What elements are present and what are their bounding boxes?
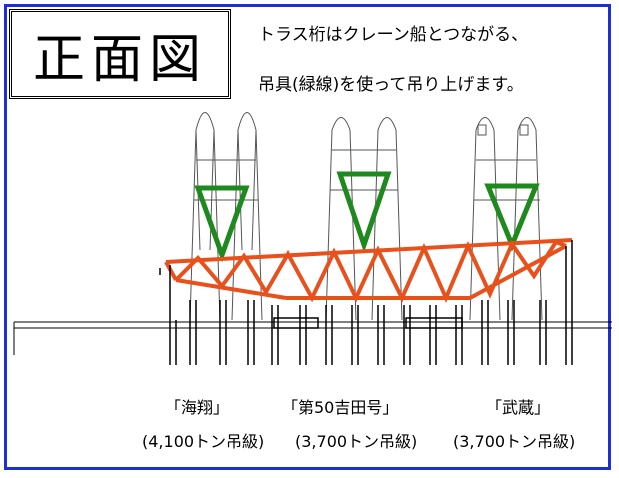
truss-girder [164, 238, 573, 304]
crane-musashi [469, 117, 543, 321]
caption-line-1: トラス桁はクレーン船とつながる、 [258, 25, 529, 45]
page-title: 正面図 [32, 29, 207, 90]
ship-capacity-musashi: (3,700トン吊級) [453, 432, 576, 451]
ship-capacity-daigo-yoshida: (3,700トン吊級) [295, 432, 418, 451]
ship-name-kaisho: 「海翔」 [165, 398, 230, 417]
hull-columns [159, 240, 573, 365]
caption-line-2: 吊具(緑線)を使って吊り上げます。 [258, 75, 524, 95]
ship-name-musashi: 「武蔵」 [486, 398, 551, 417]
ship-name-daigo-yoshida: 「第50吉田号」 [282, 398, 399, 417]
deck-lines [13, 321, 612, 355]
crane-daigo-yoshida [325, 117, 403, 321]
ship-capacity-kaisho: (4,100トン吊級) [142, 432, 265, 451]
page-frame [4, 4, 611, 470]
title-box: 正面図 [9, 9, 231, 99]
slings [194, 171, 540, 263]
